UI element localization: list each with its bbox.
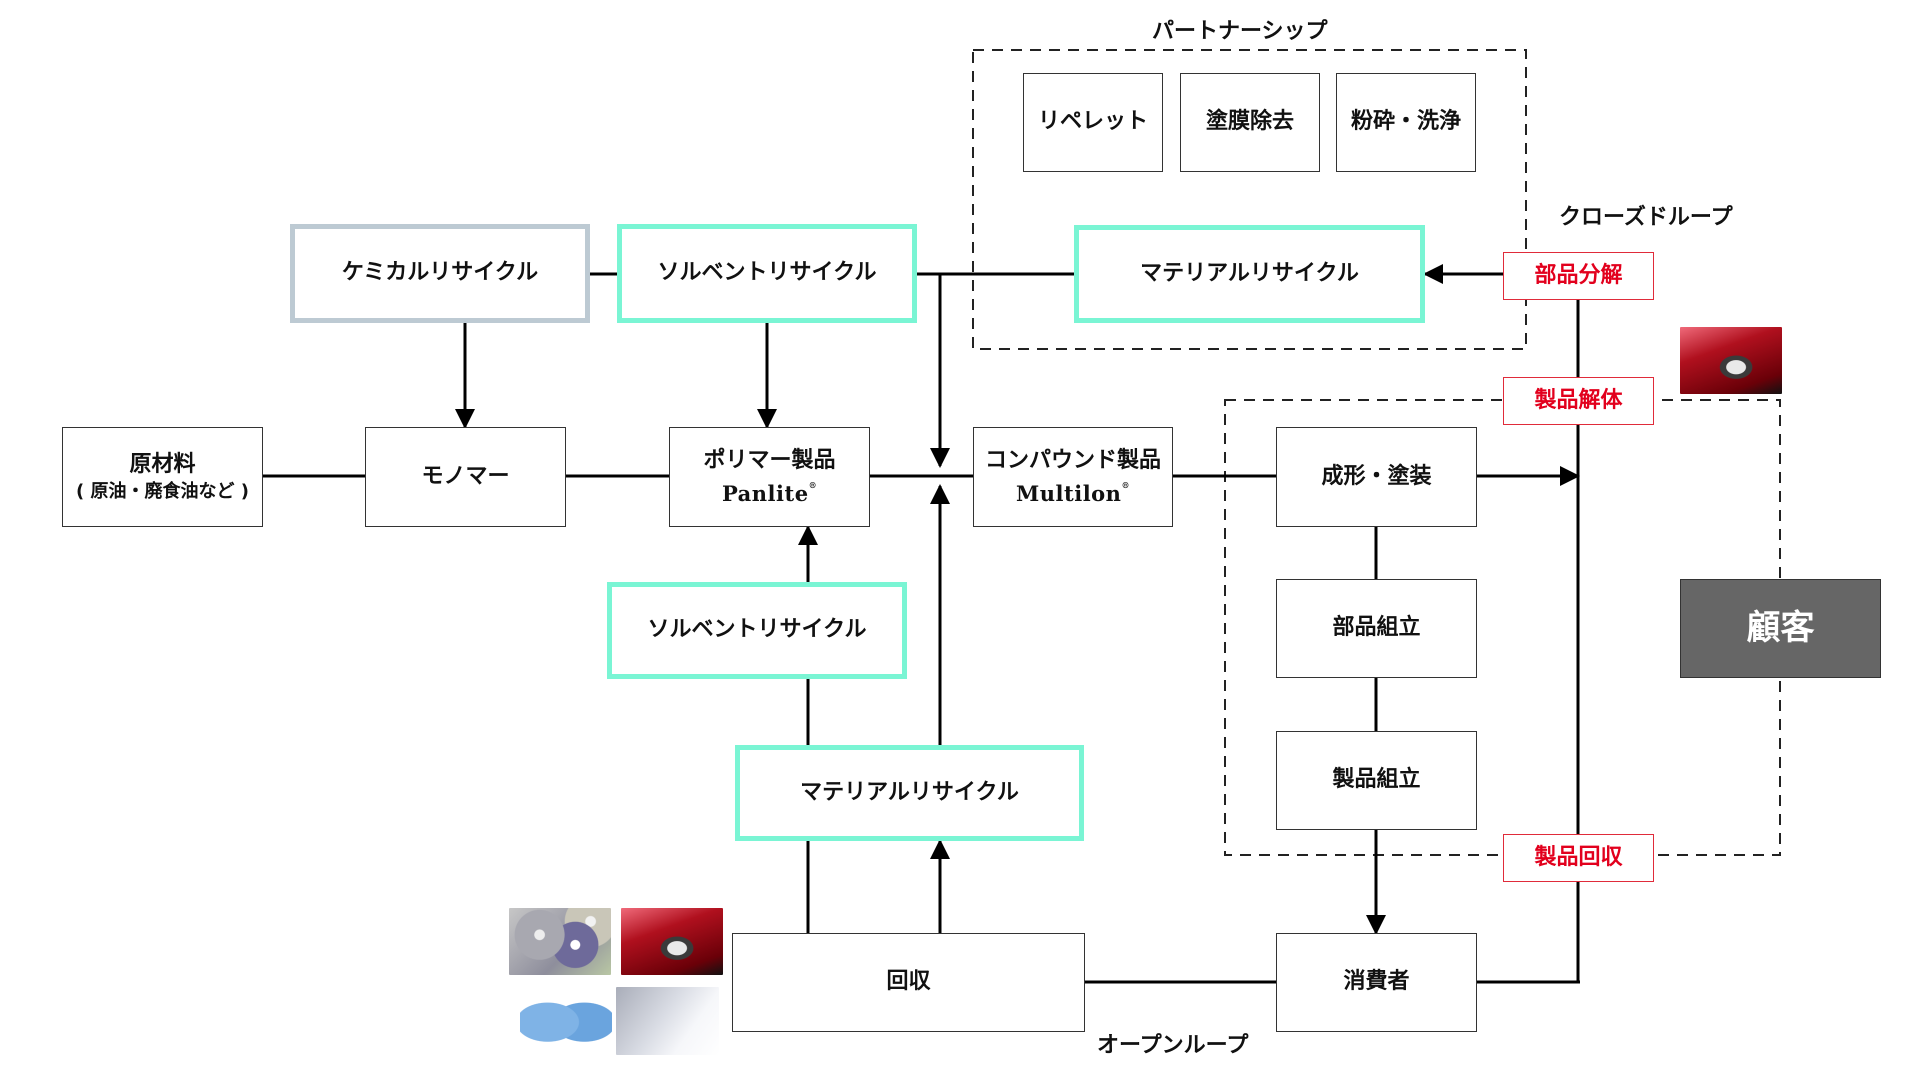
monomer-label: モノマー [421,463,510,489]
consumer-label: 消費者 [1343,969,1410,995]
top-solvent-recycle-label: ソルベントリサイクル [657,260,877,286]
repellet-box[interactable]: リペレット [1023,73,1163,172]
water-bottles-photo [520,982,612,1055]
consumer-box[interactable]: 消費者 [1276,933,1477,1032]
product-collection-text: 製品回収 [1534,844,1623,870]
lower-material-recycle-label: マテリアルリサイクル [800,779,1019,805]
polymer-box[interactable]: ポリマー製品 Panlite® [669,427,870,527]
partnership-group [972,49,1527,350]
top-material-recycle-box[interactable]: マテリアルリサイクル [1074,225,1425,323]
polymer-title: ポリマー製品 [703,448,836,474]
open-loop-label: オープンループ [1097,1033,1249,1058]
top-solvent-recycle-box[interactable]: ソルベントリサイクル [617,224,917,323]
car-headlight-photo-small [621,908,723,975]
customer-label: 顧客 [1746,608,1815,649]
molding-painting-box[interactable]: 成形・塗装 [1276,427,1477,527]
registered-mark: ® [808,479,818,490]
raw-material-subtitle: ( 原油・廃食油など ) [76,480,249,502]
parts-disassembly-label[interactable]: 部品分解 [1503,252,1654,300]
chemical-recycle-label: ケミカルリサイクル [341,260,539,286]
plastic-sheet-photo [616,987,719,1055]
parts-disassembly-text: 部品分解 [1534,262,1623,288]
product-dismantling-text: 製品解体 [1534,387,1623,413]
car-headlight-photo [1680,327,1782,394]
panlite-brand: Panlite [721,480,809,506]
repellet-label: リペレット [1037,109,1148,135]
raw-material-title: 原材料 [129,452,196,477]
compound-box[interactable]: コンパウンド製品 Multilon® [973,427,1173,527]
collection-box[interactable]: 回収 [732,933,1085,1032]
lower-solvent-recycle-label: ソルベントリサイクル [647,617,867,643]
top-material-recycle-label: マテリアルリサイクル [1140,260,1359,286]
chemical-recycle-box[interactable]: ケミカルリサイクル [290,224,590,323]
coating-removal-label: 塗膜除去 [1205,109,1294,135]
collection-label: 回収 [886,969,931,995]
monomer-box[interactable]: モノマー [365,427,566,527]
partnership-label: パートナーシップ [1152,19,1328,44]
coating-removal-box[interactable]: 塗膜除去 [1180,73,1320,172]
panlite-logo: Panlite® [722,480,817,507]
parts-assembly-box[interactable]: 部品組立 [1276,579,1477,678]
product-assembly-label: 製品組立 [1332,767,1421,793]
multilon-logo: Multilon® [1016,480,1130,507]
crush-wash-box[interactable]: 粉砕・洗浄 [1336,73,1476,172]
product-dismantling-label[interactable]: 製品解体 [1503,377,1654,425]
registered-mark: ® [1121,479,1130,490]
optical-discs-photo [509,908,611,975]
lower-solvent-recycle-box[interactable]: ソルベントリサイクル [607,582,907,679]
raw-material-box[interactable]: 原材料 ( 原油・廃食油など ) [62,427,263,527]
product-assembly-box[interactable]: 製品組立 [1276,731,1477,830]
molding-painting-label: 成形・塗装 [1321,463,1432,489]
closed-loop-label: クローズドループ [1559,205,1733,230]
parts-assembly-label: 部品組立 [1332,615,1421,641]
product-collection-label[interactable]: 製品回収 [1503,834,1654,882]
crush-wash-label: 粉砕・洗浄 [1350,109,1461,135]
lower-material-recycle-box[interactable]: マテリアルリサイクル [735,745,1084,841]
customer-box[interactable]: 顧客 [1680,579,1881,678]
multilon-brand: Multilon [1016,480,1122,506]
compound-title: コンパウンド製品 [984,448,1161,474]
